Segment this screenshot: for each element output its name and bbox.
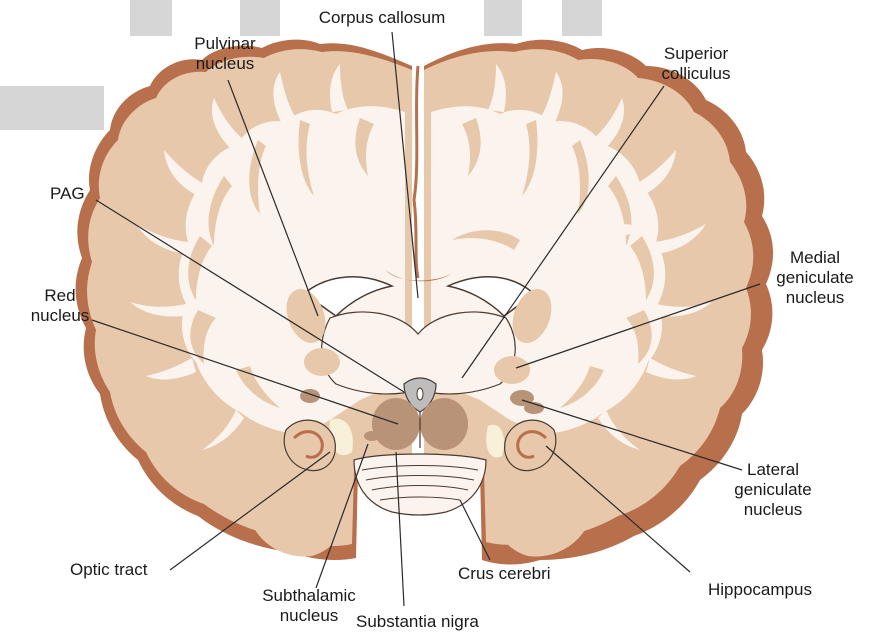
label-lateral-line1: Lateral <box>718 460 828 480</box>
label-subthalamic-line1: Subthalamic <box>246 586 372 606</box>
label-medial-line1: Medial <box>760 248 870 268</box>
interhemispheric-fissure <box>414 66 418 278</box>
label-lateral-geniculate-nucleus: Lateral geniculate nucleus <box>718 460 828 520</box>
label-subthalamic-nucleus: Subthalamic nucleus <box>246 586 372 626</box>
label-superior-line2: colliculus <box>636 64 756 84</box>
red-nucleus-right <box>420 398 468 450</box>
pons <box>354 454 486 515</box>
label-red-nucleus: Red nucleus <box>20 286 100 326</box>
label-pag: PAG <box>50 184 85 204</box>
label-subthalamic-line2: nucleus <box>246 606 372 626</box>
aqueduct <box>417 388 423 400</box>
label-hippocampus: Hippocampus <box>708 580 812 600</box>
label-medial-line2: geniculate <box>760 268 870 288</box>
label-pulvinar-line2: nucleus <box>170 54 280 74</box>
label-pulvinar-line1: Pulvinar <box>170 34 280 54</box>
label-corpus-callosum: Corpus callosum <box>292 8 472 28</box>
label-medial-line3: nucleus <box>760 288 870 308</box>
label-lateral-line2: geniculate <box>718 480 828 500</box>
label-lateral-line3: nucleus <box>718 500 828 520</box>
label-crus-cerebri: Crus cerebri <box>458 564 551 584</box>
label-superior-line1: Superior <box>636 44 756 64</box>
red-nucleus-left <box>372 398 420 450</box>
label-pulvinar-nucleus: Pulvinar nucleus <box>170 34 280 74</box>
label-substantia-nigra: Substantia nigra <box>356 612 479 632</box>
label-red-line2: nucleus <box>20 306 100 326</box>
label-medial-geniculate-nucleus: Medial geniculate nucleus <box>760 248 870 308</box>
label-superior-colliculus: Superior colliculus <box>636 44 756 84</box>
label-red-line1: Red <box>20 286 100 306</box>
label-optic-tract: Optic tract <box>70 560 147 580</box>
medial-geniculate-left <box>304 348 340 376</box>
medial-geniculate-right <box>494 356 530 384</box>
subthalamic-left <box>364 431 380 441</box>
